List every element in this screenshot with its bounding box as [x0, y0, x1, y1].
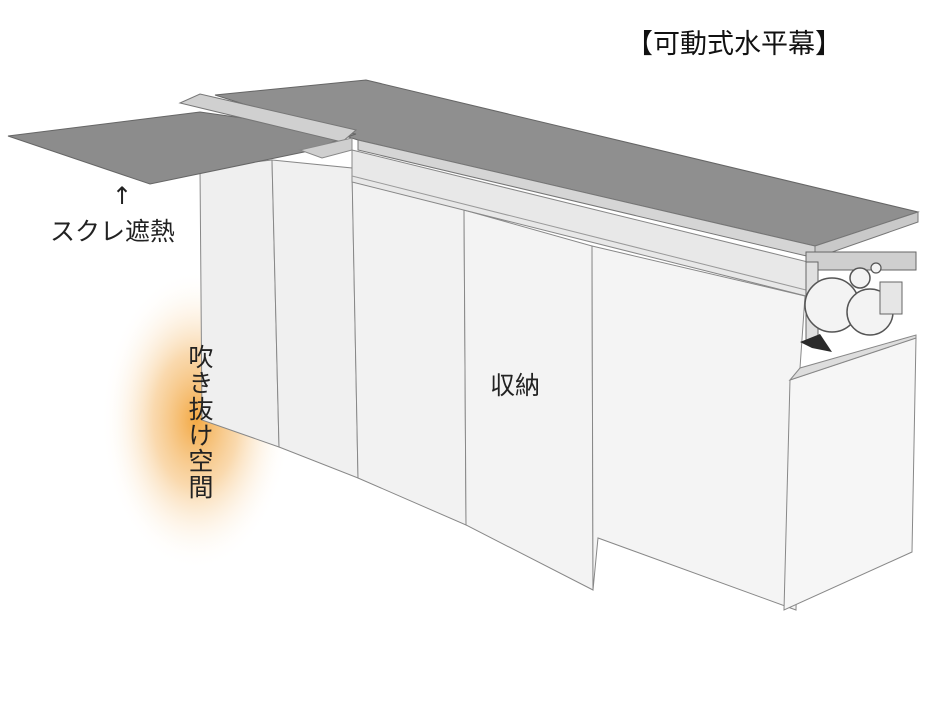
label-sukure-shade: スクレ遮熱: [50, 217, 176, 246]
label-storage: 収納: [490, 371, 541, 400]
cabinet-panel-3: [351, 171, 467, 526]
roller-small: [849, 267, 871, 289]
shade-leading-bar: [178, 93, 358, 143]
shade-gap-strip: [298, 137, 353, 159]
roller-cover: [879, 281, 903, 315]
end-box-top: [788, 334, 917, 382]
roller-pin: [870, 262, 882, 274]
diagram-title: 【可動式水平幕】: [626, 29, 842, 60]
label-atrium-space: 吹き抜け空間: [185, 344, 214, 500]
up-arrow-icon: ↑: [112, 182, 133, 210]
roller-wedge: [800, 334, 832, 352]
end-box-front: [783, 337, 917, 611]
cabinet-panel-5: [591, 245, 806, 611]
cabinet-panel-2: [271, 159, 359, 479]
